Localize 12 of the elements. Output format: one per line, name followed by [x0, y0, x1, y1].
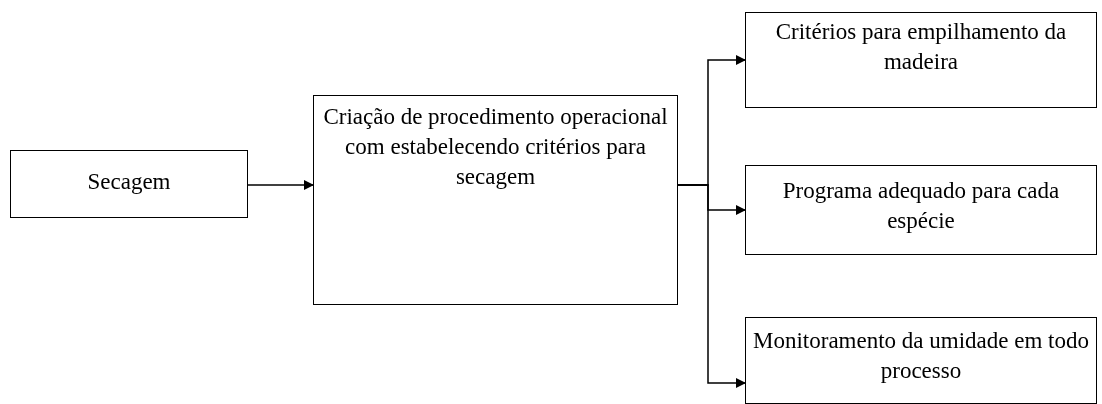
process-box [745, 165, 1097, 255]
process-box [745, 317, 1097, 404]
box-label: Secagem [87, 168, 171, 196]
arrow [677, 184, 746, 388]
process-box [313, 95, 678, 305]
process-box [10, 150, 248, 218]
arrow [247, 180, 314, 190]
box-label: Programa adequado para cada espécie [781, 177, 1061, 235]
box-label: Monitoramento da umidade em todo processo [752, 327, 1090, 385]
box-label: Criação de procedimento operacional com estabelecendo critérios para secagem [322, 103, 669, 191]
box-label: Critérios para empilhamento da madeira [774, 18, 1068, 76]
process-box [745, 12, 1097, 108]
